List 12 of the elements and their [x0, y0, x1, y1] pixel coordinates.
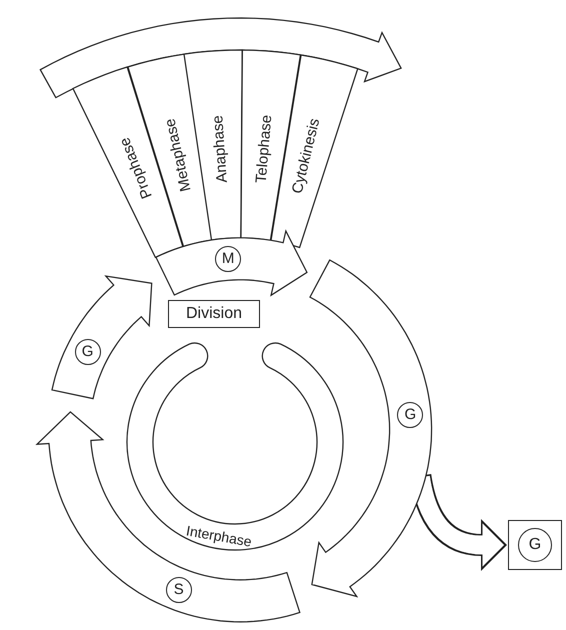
- phase-label: Telophase: [252, 114, 275, 184]
- cycle-stage-band: [36, 412, 300, 622]
- cycle-stage-band: [52, 276, 152, 399]
- circled-letter: G: [518, 528, 552, 562]
- label-box: [508, 520, 562, 570]
- phase-label: Anaphase: [209, 114, 232, 183]
- cycle-stage-band: [310, 260, 432, 597]
- label-box: Division: [168, 300, 260, 328]
- cycle-stage-band: [156, 231, 307, 296]
- phase-label: Metaphase: [161, 116, 194, 194]
- phase-segment: [270, 54, 358, 248]
- ring-label: Interphase: [184, 522, 252, 550]
